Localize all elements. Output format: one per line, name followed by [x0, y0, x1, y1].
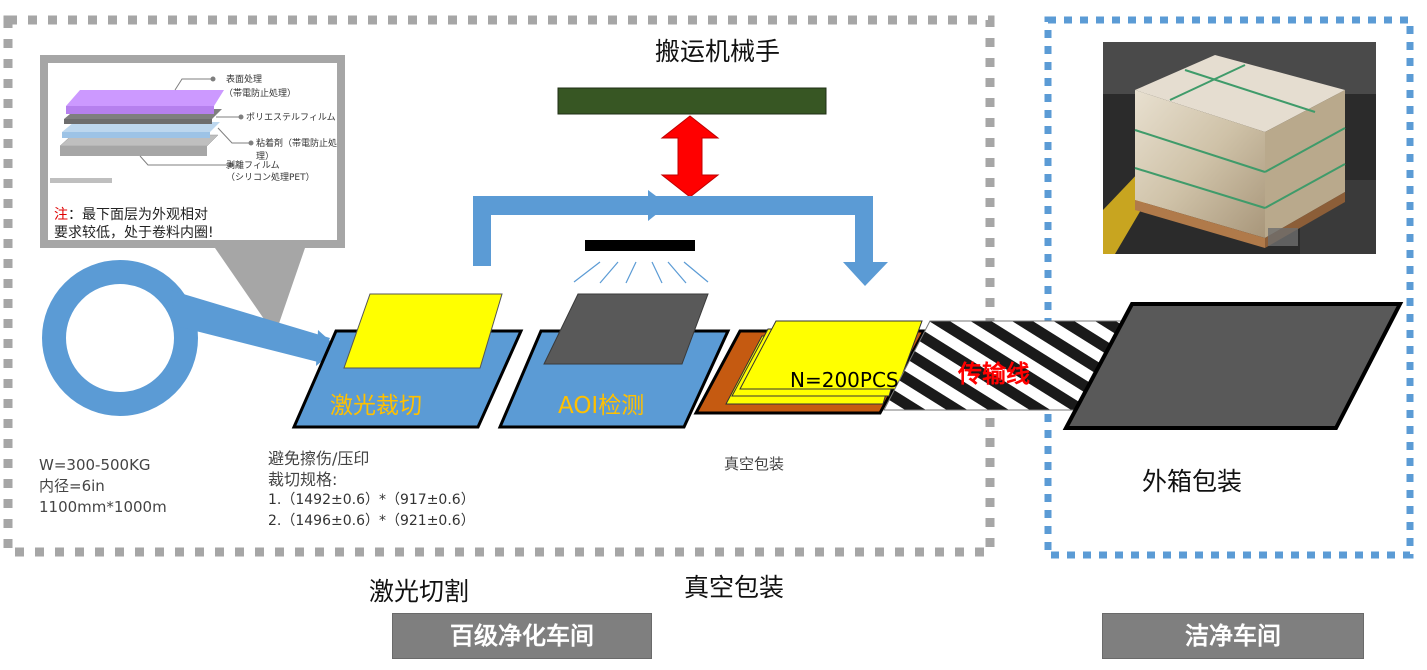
stage-laser-label: 激光切割: [369, 577, 470, 606]
legend-release-film-sub: （シリコン処理PET）: [226, 173, 315, 183]
laser-note-spec-title: 裁切规格:: [268, 470, 338, 489]
roll-spec-weight: W=300-500KG: [39, 456, 151, 474]
aoi-camera-bar: [585, 240, 695, 251]
clean-room-100-boundary: [3, 15, 995, 557]
vacuum-small-label: 真空包装: [724, 455, 785, 473]
legend-surface-treatment: 表面处理: [226, 75, 263, 85]
robot-title: 搬运机械手: [655, 37, 781, 66]
stage-vacuum-label: 真空包装: [684, 573, 785, 602]
robot-double-arrow: [660, 115, 720, 198]
aoi-light-rays: [573, 261, 709, 284]
legend-polyester-film: ポリエステルフィルム: [246, 113, 336, 123]
roll-note-line2: 要求较低，处于卷料内圈!: [54, 225, 214, 241]
laser-spec-1: 1.（1492±0.6）*（917±0.6）: [268, 492, 475, 508]
laser-spec-2: 2.（1496±0.6）*（921±0.6）: [268, 513, 475, 529]
outer-packing-label: 外箱包装: [1142, 467, 1243, 496]
legend-surface-treatment-sub: （帯電防止処理）: [224, 89, 297, 99]
aoi-sheet: [543, 293, 709, 365]
roll-note-prefix: 注: [54, 207, 68, 223]
legend-release-film: 剥離フィルム: [226, 161, 280, 171]
clean-room-boundary: [1044, 16, 1414, 559]
roll-note-line1: ：最下面层为外观相对: [68, 207, 208, 223]
material-roll: [42, 260, 338, 416]
legend-adhesive-sub: 理）: [256, 152, 275, 162]
transfer-path-arrow: [473, 190, 888, 286]
film-layer-stack: [59, 90, 224, 156]
conveyor-label: 传输线: [958, 360, 1030, 388]
outer-packing-station: [1062, 302, 1404, 430]
roll-spec-size: 1100mm*1000m: [39, 498, 167, 516]
film-structure-callout: [40, 55, 345, 335]
aoi-label: AOI检测: [558, 393, 645, 419]
roll-note: 注：最下面层为外观相对: [54, 206, 208, 224]
zone-label-clean-room: 洁净车间: [1102, 613, 1364, 659]
zone-label-clean-room-100: 百级净化车间: [392, 613, 652, 659]
pallet-photo: [1103, 42, 1376, 254]
robot-arm-bar: [557, 87, 827, 115]
laser-cut-sheet: [343, 293, 503, 369]
stack-count-label: N=200PCS: [790, 368, 899, 392]
laser-note-avoid: 避免擦伤/压印: [268, 449, 370, 468]
roll-spec-inner: 内径=6in: [39, 477, 105, 495]
laser-cut-label: 激光裁切: [330, 393, 422, 419]
legend-adhesive: 粘着剤（帯電防止処: [256, 139, 338, 149]
